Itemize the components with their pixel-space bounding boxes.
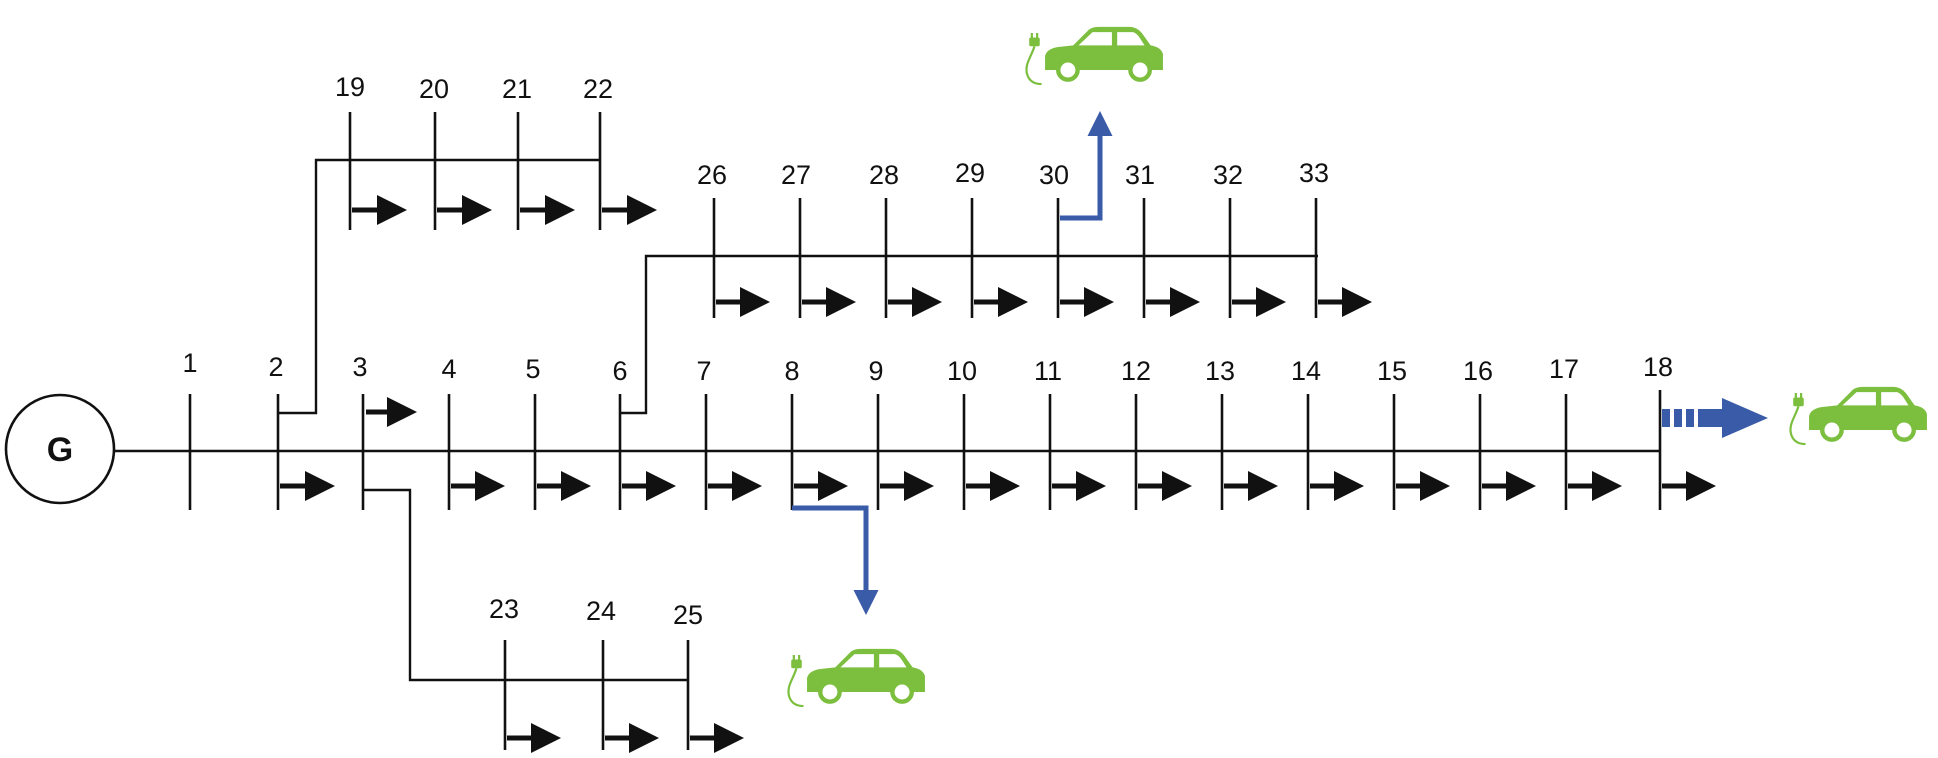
bus-label-3: 3 xyxy=(352,352,367,382)
bus-label-6: 6 xyxy=(612,356,627,386)
bus-label-29: 29 xyxy=(955,158,985,188)
bus-label-31: 31 xyxy=(1125,160,1155,190)
bus-label-7: 7 xyxy=(696,356,711,386)
generator-label: G xyxy=(47,431,73,469)
bus-label-32: 32 xyxy=(1213,160,1243,190)
bus-label-9: 9 xyxy=(868,356,883,386)
electric-car-icon xyxy=(1025,27,1162,86)
ev-route-bus-18 xyxy=(1662,398,1768,438)
bus-label-20: 20 xyxy=(419,74,449,104)
ev-route-bus-30 xyxy=(1060,111,1113,221)
bus-label-18: 18 xyxy=(1643,352,1673,382)
bus-label-21: 21 xyxy=(502,74,532,104)
generator: G xyxy=(4,393,116,505)
electric-car-icon xyxy=(1789,387,1926,446)
bus-label-12: 12 xyxy=(1121,356,1151,386)
bus-label-14: 14 xyxy=(1291,356,1321,386)
bus-label-30: 30 xyxy=(1039,160,1069,190)
bus-label-2: 2 xyxy=(268,352,283,382)
bus-label-23: 23 xyxy=(489,594,519,624)
bus-label-11: 11 xyxy=(1034,356,1062,386)
branch-line-6-26 xyxy=(620,254,1318,415)
bus-labels: 1 2 3 4 5 6 7 8 9 10 11 12 13 14 15 16 1… xyxy=(182,72,1673,630)
bus-label-28: 28 xyxy=(869,160,899,190)
bus-bars xyxy=(188,112,1662,750)
bus-label-24: 24 xyxy=(586,596,616,626)
bus-label-8: 8 xyxy=(784,356,799,386)
bus-label-15: 15 xyxy=(1377,356,1407,386)
bus-label-26: 26 xyxy=(697,160,727,190)
bus-label-10: 10 xyxy=(947,356,977,386)
load-arrows xyxy=(280,195,1716,753)
electric-car-icon xyxy=(787,649,924,708)
ev-route-bus-8 xyxy=(792,505,879,615)
ev-routes xyxy=(792,111,1768,615)
branch-line-3-23 xyxy=(363,488,688,682)
bus-label-22: 22 xyxy=(583,74,613,104)
bus-label-13: 13 xyxy=(1205,356,1235,386)
bus-label-25: 25 xyxy=(673,600,703,630)
bus-label-1: 1 xyxy=(182,348,197,378)
bus-label-27: 27 xyxy=(781,160,811,190)
bus-label-19: 19 xyxy=(335,72,365,102)
bus-label-4: 4 xyxy=(441,354,456,384)
bus-label-16: 16 xyxy=(1463,356,1493,386)
bus-label-5: 5 xyxy=(525,354,540,384)
bus-label-17: 17 xyxy=(1549,354,1579,384)
bus-label-33: 33 xyxy=(1299,158,1329,188)
branch-line-2-19 xyxy=(278,158,600,415)
